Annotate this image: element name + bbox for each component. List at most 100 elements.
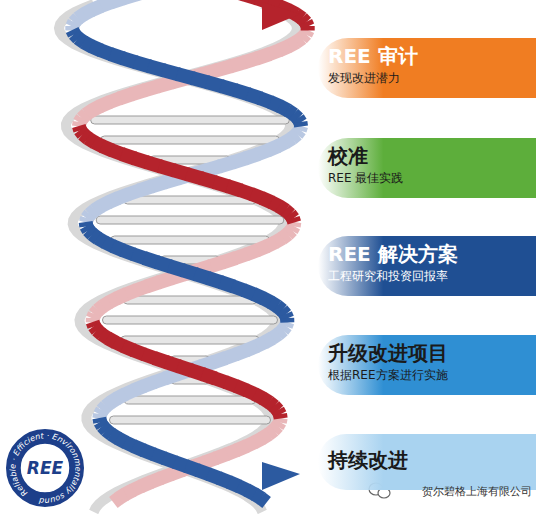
helix-ribbon bbox=[173, 170, 189, 175]
step-subtitle: 工程研究和投资回报率 bbox=[328, 269, 528, 285]
helix-ribbon bbox=[154, 358, 167, 363]
helix-ribbon bbox=[292, 134, 297, 139]
helix-ribbon bbox=[100, 2, 112, 7]
base-pair-rung bbox=[123, 296, 256, 304]
helix-ribbon bbox=[111, 398, 118, 403]
helix-ribbon bbox=[111, 434, 118, 439]
helix-ribbon bbox=[293, 122, 308, 127]
step-title: REE 审计 bbox=[328, 44, 528, 69]
helix-ribbon bbox=[150, 478, 161, 483]
helix-ribbon bbox=[93, 322, 95, 327]
helix-ribbon bbox=[270, 302, 277, 307]
helix-ribbon bbox=[100, 410, 102, 415]
helix-ribbon bbox=[115, 342, 125, 347]
helix-ribbon bbox=[232, 286, 245, 291]
helix-ribbon bbox=[246, 390, 256, 395]
arrow-head bbox=[262, 462, 300, 490]
helix-ribbon bbox=[186, 466, 199, 471]
helix-ribbon bbox=[210, 262, 224, 267]
back-strand bbox=[59, 4, 290, 512]
step-band: 持续改进 bbox=[318, 434, 536, 490]
helix-ribbon bbox=[255, 394, 264, 399]
helix-ribbon bbox=[131, 90, 145, 95]
helix-ribbon bbox=[72, 22, 74, 27]
helix-ribbon bbox=[208, 278, 222, 283]
helix-ribbon bbox=[82, 114, 87, 119]
helix-ribbon bbox=[92, 234, 98, 239]
helix-ribbon bbox=[243, 290, 254, 295]
helix-ribbon bbox=[235, 90, 249, 95]
helix-ribbon bbox=[277, 306, 283, 311]
helix-ribbon bbox=[74, 18, 78, 23]
helix-ribbon bbox=[104, 242, 113, 247]
base-pair-rung bbox=[109, 416, 270, 424]
helix-ribbon bbox=[102, 406, 106, 411]
helix-ribbon bbox=[111, 150, 123, 155]
helix-ribbon bbox=[90, 210, 95, 215]
helix-ribbon bbox=[113, 246, 124, 251]
helix-ribbon bbox=[192, 78, 209, 83]
helix-ribbon bbox=[285, 210, 290, 215]
helix-ribbon bbox=[164, 178, 179, 183]
helix-ribbon bbox=[268, 430, 274, 435]
helix-ribbon bbox=[229, 482, 240, 487]
helix-ribbon bbox=[148, 66, 164, 71]
helix-ribbon bbox=[298, 118, 301, 123]
helix-ribbon bbox=[248, 94, 261, 99]
helix-ribbon bbox=[100, 422, 103, 427]
helix-ribbon bbox=[288, 42, 296, 47]
helix-ribbon bbox=[119, 94, 132, 99]
helix-ribbon bbox=[122, 58, 136, 63]
helix-ribbon bbox=[234, 254, 247, 259]
helix-ribbon bbox=[154, 378, 167, 383]
helix-ribbon bbox=[83, 134, 88, 139]
helix-ribbon bbox=[195, 274, 209, 279]
helix-ribbon bbox=[110, 54, 123, 59]
helix-ribbon bbox=[93, 314, 95, 319]
helix-ribbon bbox=[133, 446, 144, 451]
helix-ribbon bbox=[246, 346, 257, 351]
helix-strands bbox=[59, 0, 308, 512]
helix-ribbon bbox=[257, 150, 269, 155]
base-pair-rung bbox=[91, 116, 290, 124]
helix-ribbon bbox=[306, 22, 308, 27]
helix-ribbon bbox=[117, 394, 126, 399]
helix-ribbon bbox=[165, 374, 178, 379]
helix-ribbon bbox=[293, 114, 298, 119]
helix-ribbon bbox=[78, 14, 85, 19]
helix-ribbon bbox=[100, 102, 110, 107]
helix-ribbon bbox=[206, 166, 221, 171]
helix-ribbon bbox=[280, 106, 289, 111]
helix-ribbon bbox=[300, 126, 301, 131]
helix-ribbon bbox=[256, 0, 270, 3]
step-title: 持续改进 bbox=[328, 448, 528, 473]
base-pair-rung bbox=[102, 316, 277, 324]
helix-ribbon bbox=[222, 258, 236, 263]
helix-ribbon bbox=[270, 102, 280, 107]
helix-ribbon bbox=[156, 262, 170, 267]
helix-ribbon bbox=[79, 118, 82, 123]
helix-ribbon bbox=[213, 358, 226, 363]
helix-ribbon bbox=[254, 438, 263, 443]
helix-ribbon bbox=[268, 50, 280, 55]
helix-ribbon bbox=[275, 238, 283, 243]
helix-ribbon bbox=[94, 310, 98, 315]
helix-ribbon bbox=[225, 382, 237, 387]
helix-ribbon bbox=[287, 230, 291, 235]
helix-ribbon bbox=[133, 254, 146, 259]
base-pair-rung bbox=[124, 196, 257, 204]
helix-ribbon bbox=[201, 70, 217, 75]
step-subtitle: 根据REE方案进行实施 bbox=[328, 368, 528, 384]
helix-ribbon bbox=[273, 414, 288, 419]
helix-ribbon bbox=[117, 438, 126, 443]
helix-ribbon bbox=[169, 266, 184, 271]
step-band: REE 解决方案工程研究和投资回报率 bbox=[318, 236, 536, 296]
helix-ribbon bbox=[279, 46, 289, 51]
helix-ribbon bbox=[91, 46, 101, 51]
helix-ribbon bbox=[116, 294, 126, 299]
helix-ribbon bbox=[262, 398, 269, 403]
helix-ribbon bbox=[268, 146, 279, 151]
helix-ribbon bbox=[215, 454, 227, 459]
base-pair-rung bbox=[100, 136, 279, 144]
helix-ribbon bbox=[141, 482, 152, 487]
